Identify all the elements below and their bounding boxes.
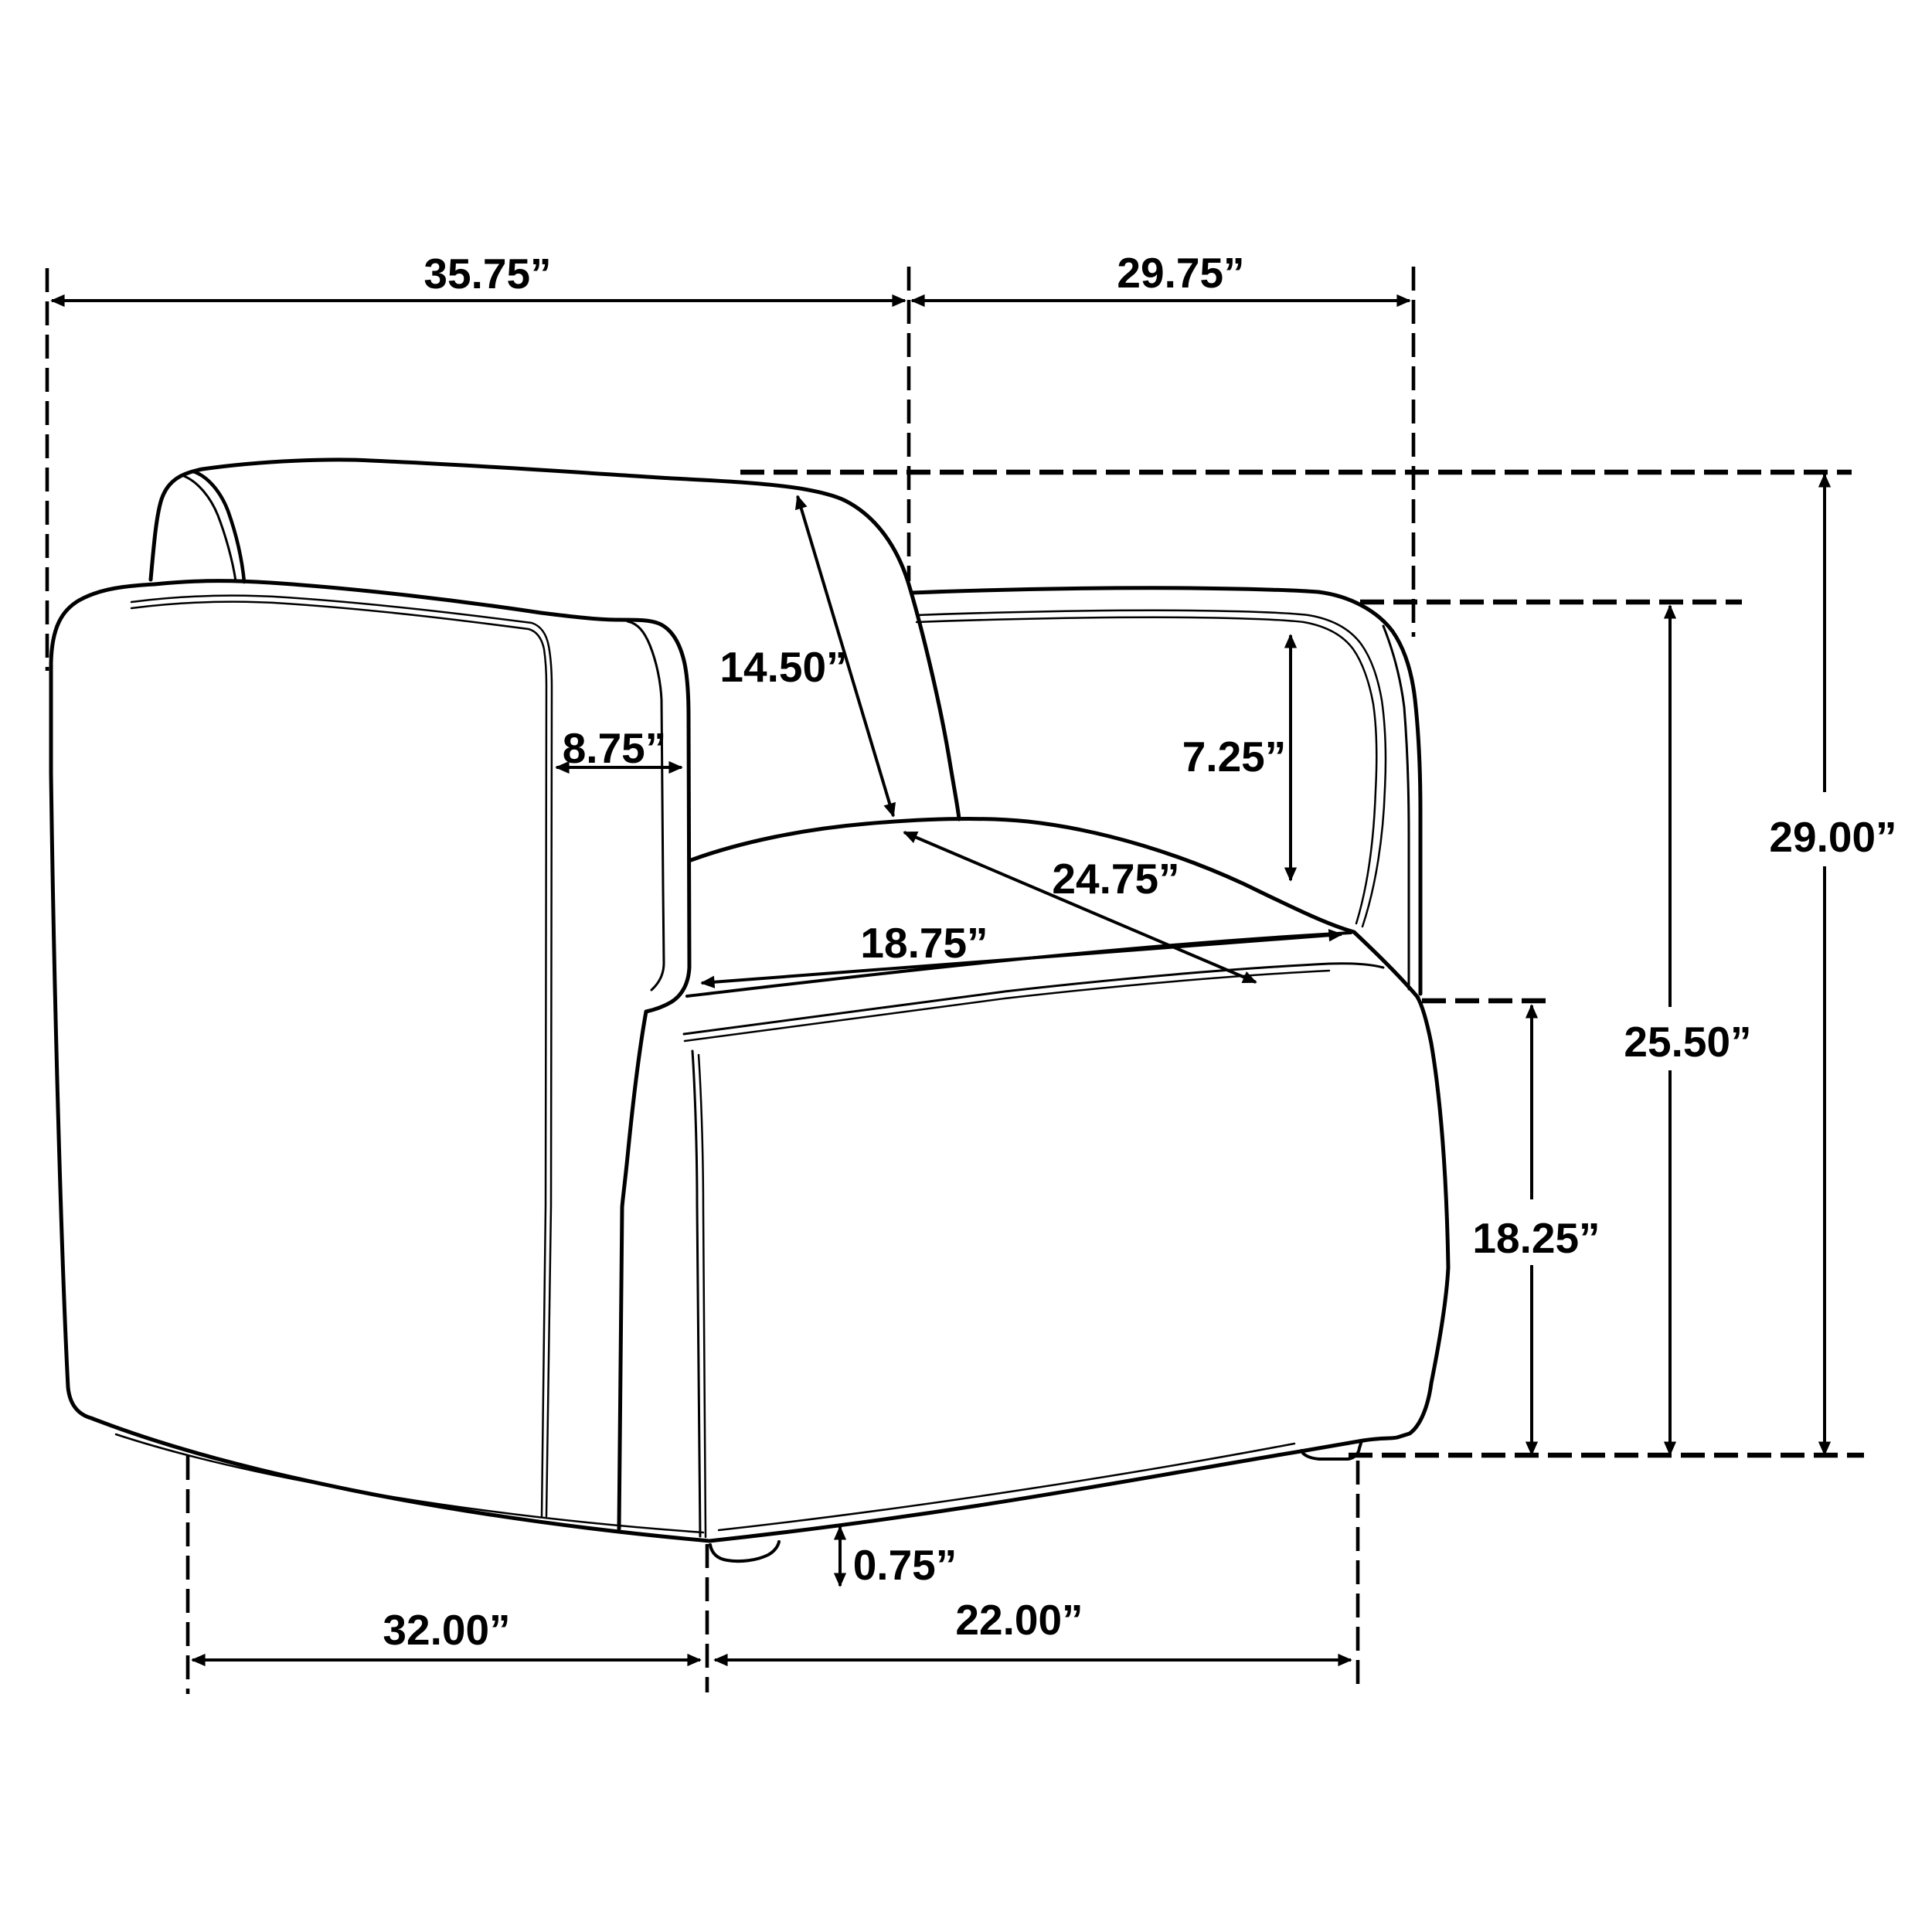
svg-text:0.75”: 0.75” — [853, 1541, 957, 1589]
svg-text:7.25”: 7.25” — [1182, 733, 1287, 781]
svg-text:35.75”: 35.75” — [423, 250, 551, 298]
svg-text:29.00”: 29.00” — [1769, 813, 1896, 861]
svg-text:18.75”: 18.75” — [860, 919, 988, 967]
svg-text:32.00”: 32.00” — [383, 1606, 510, 1654]
svg-text:14.50”: 14.50” — [719, 643, 847, 691]
svg-text:25.50”: 25.50” — [1624, 1018, 1751, 1066]
svg-text:22.00”: 22.00” — [955, 1596, 1083, 1644]
svg-text:8.75”: 8.75” — [563, 724, 667, 772]
svg-text:18.25”: 18.25” — [1472, 1214, 1600, 1262]
svg-text:24.75”: 24.75” — [1052, 855, 1179, 903]
svg-text:29.75”: 29.75” — [1117, 249, 1244, 297]
